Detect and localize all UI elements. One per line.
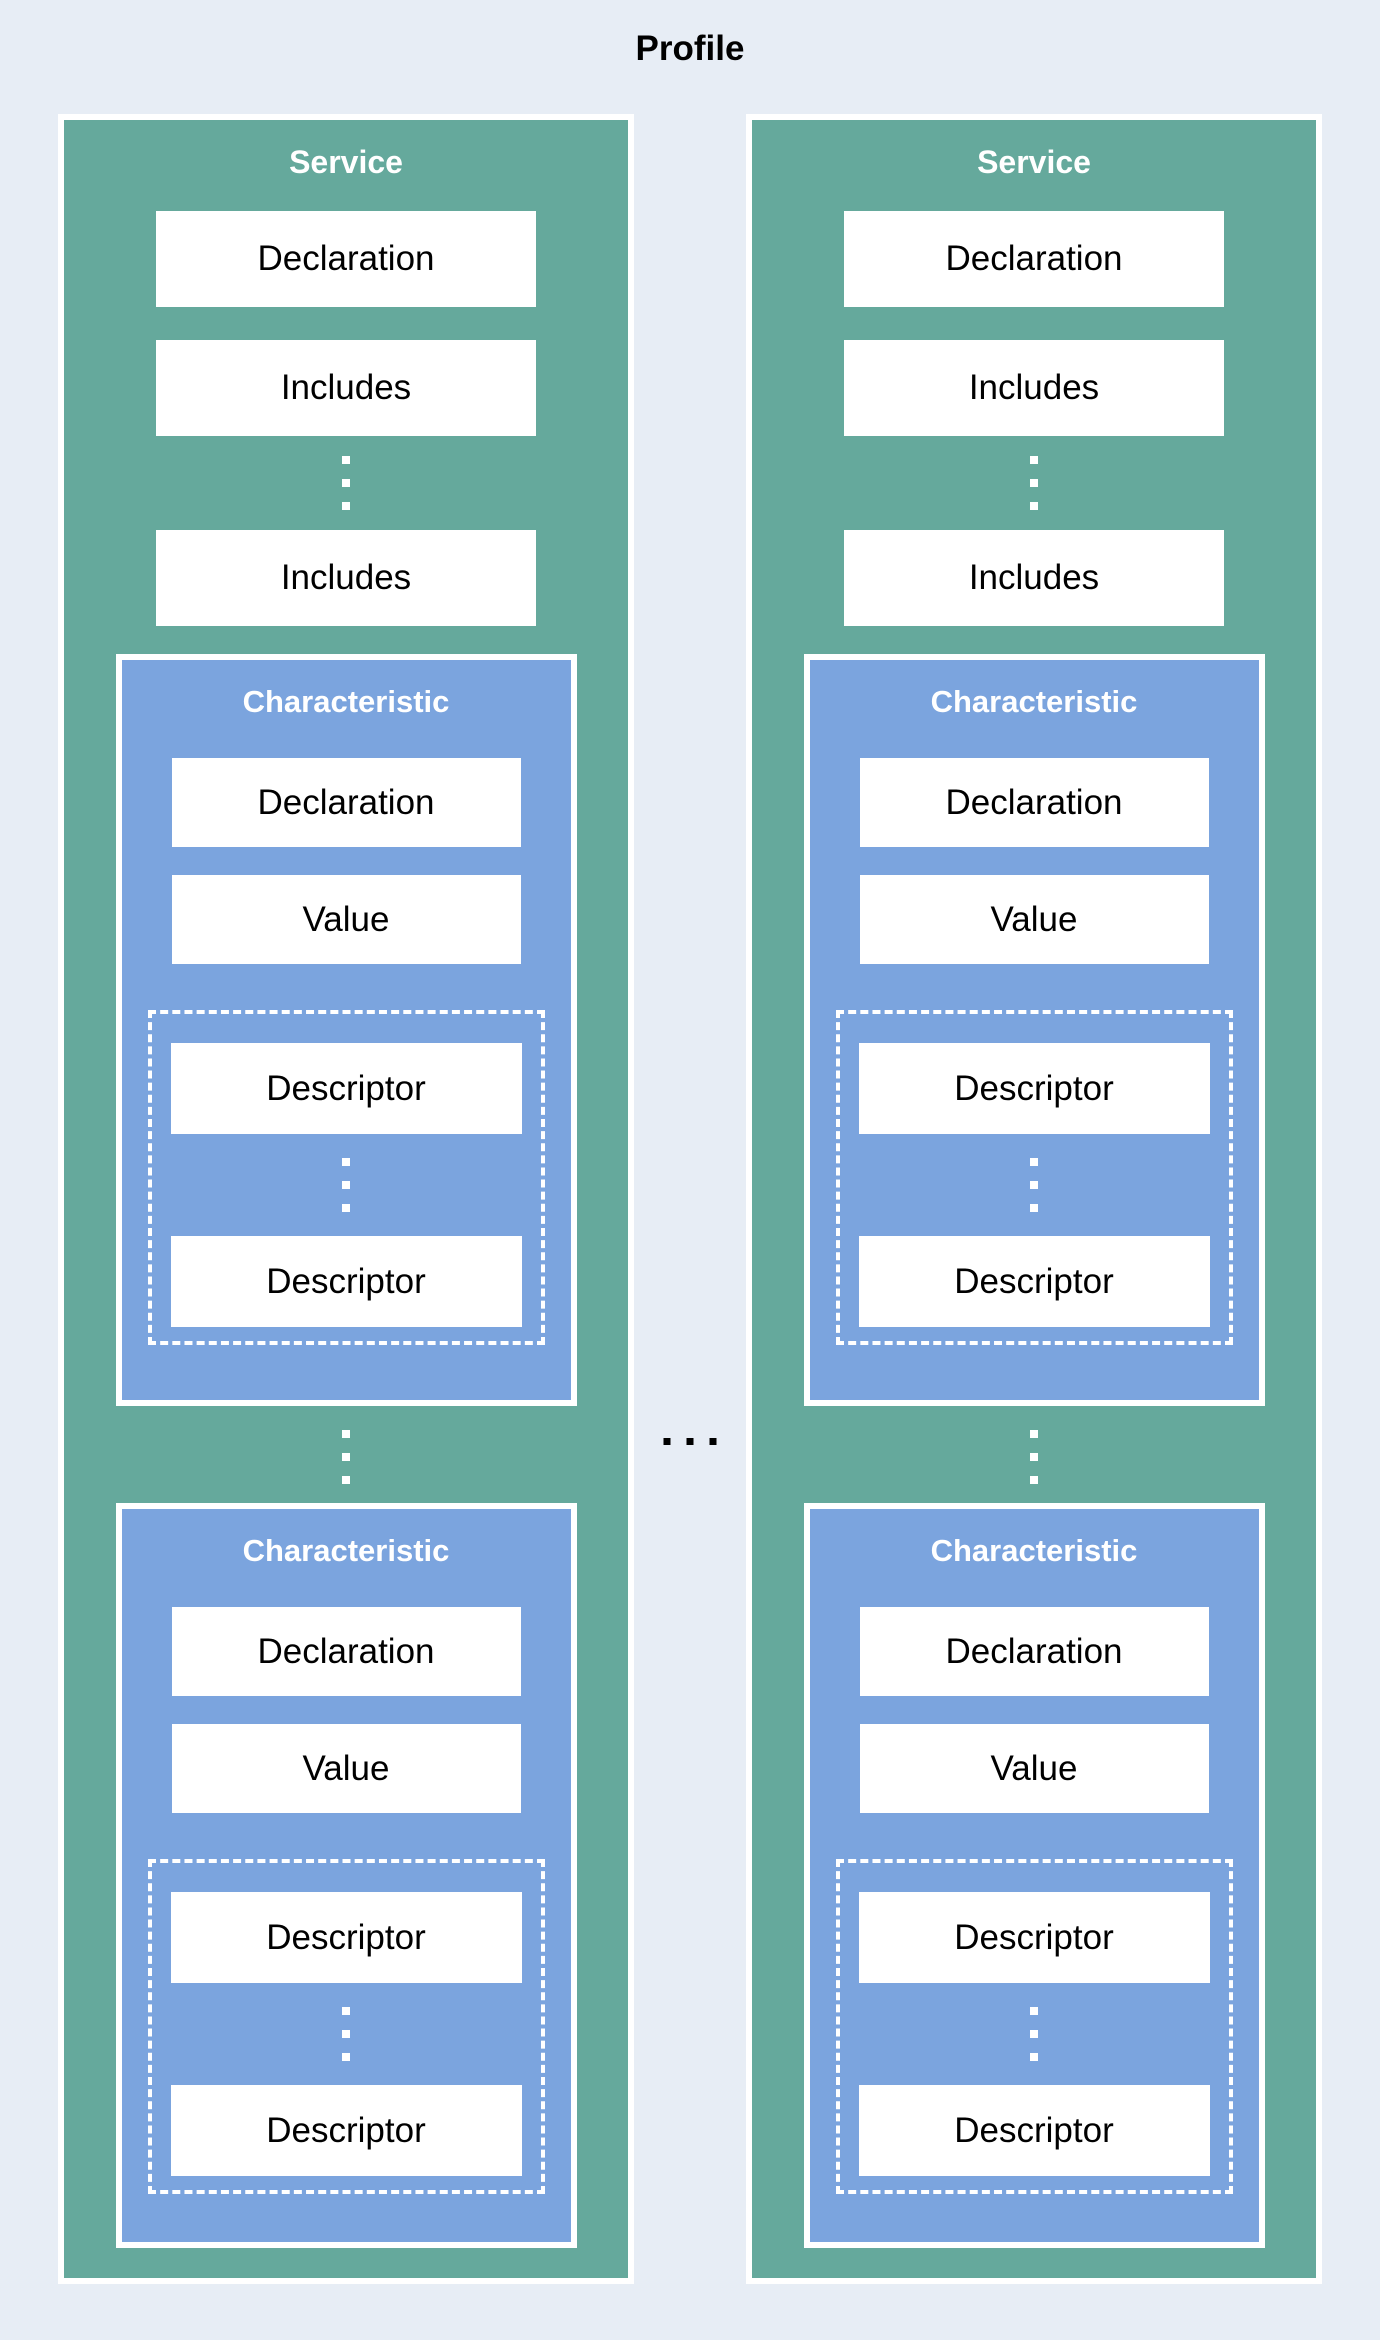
ellipsis-dot: [342, 479, 350, 487]
ellipsis-dot: [686, 1438, 694, 1445]
descriptor-box: Descriptor: [858, 1892, 1210, 1983]
characteristic-value-box: Value: [171, 875, 521, 964]
descriptor-group: Descriptor Descriptor: [835, 1010, 1233, 1345]
characteristic-box: Characteristic Declaration Value Descrip…: [115, 1503, 577, 2248]
descriptor-group: Descriptor Descriptor: [147, 1010, 545, 1345]
descriptor-box: Descriptor: [858, 2085, 1210, 2176]
characteristic-declaration-box: Declaration: [171, 758, 521, 847]
service-title: Service: [977, 144, 1091, 180]
ellipsis-dot: [342, 1453, 350, 1461]
descriptor-box: Descriptor: [858, 1043, 1210, 1134]
ellipsis-dot: [1030, 1158, 1038, 1166]
ellipsis-dot: [1030, 502, 1038, 510]
ellipsis-dot: [342, 1430, 350, 1438]
ellipsis-dot: [342, 2030, 350, 2038]
vertical-ellipsis-icon: [1030, 2007, 1038, 2061]
characteristic-value-box: Value: [859, 875, 1209, 964]
ellipsis-dot: [1030, 456, 1038, 464]
vertical-ellipsis-icon: [342, 1430, 350, 1484]
characteristic-title: Characteristic: [930, 684, 1138, 719]
service-declaration-box: Declaration: [844, 211, 1224, 307]
characteristic-box: Characteristic Declaration Value Descrip…: [803, 1503, 1265, 2248]
ellipsis-dot: [342, 1181, 350, 1189]
ellipsis-dot: [709, 1438, 717, 1445]
ellipsis-dot: [342, 1204, 350, 1212]
vertical-ellipsis-icon: [342, 2007, 350, 2061]
ellipsis-dot: [1030, 1430, 1038, 1438]
services-row: Service Declaration Includes Includes Ch…: [58, 114, 1322, 2284]
service-includes-box: Includes: [156, 530, 536, 626]
characteristic-declaration-box: Declaration: [859, 758, 1209, 847]
characteristic-title: Characteristic: [242, 1533, 450, 1568]
descriptor-group: Descriptor Descriptor: [835, 1859, 1233, 2194]
descriptor-box: Descriptor: [170, 1236, 522, 1327]
ellipsis-dot: [1030, 1204, 1038, 1212]
characteristic-title: Characteristic: [242, 684, 450, 719]
vertical-ellipsis-icon: [1030, 1158, 1038, 1212]
horizontal-ellipsis-icon: [663, 1438, 717, 1445]
vertical-ellipsis-icon: [342, 1158, 350, 1212]
ellipsis-dot: [1030, 2007, 1038, 2015]
vertical-ellipsis-icon: [1030, 456, 1038, 510]
descriptor-box: Descriptor: [858, 1236, 1210, 1327]
ellipsis-dot: [1030, 2053, 1038, 2061]
ellipsis-dot: [1030, 1476, 1038, 1484]
ellipsis-dot: [342, 502, 350, 510]
profile-title: Profile: [635, 29, 745, 68]
service-includes-box: Includes: [844, 530, 1224, 626]
characteristic-box: Characteristic Declaration Value Descrip…: [115, 654, 577, 1406]
descriptor-group: Descriptor Descriptor: [147, 1859, 545, 2194]
characteristic-declaration-box: Declaration: [859, 1607, 1209, 1696]
characteristic-value-box: Value: [171, 1724, 521, 1813]
ellipsis-dot: [342, 2007, 350, 2015]
characteristic-title: Characteristic: [930, 1533, 1138, 1568]
descriptor-box: Descriptor: [170, 1892, 522, 1983]
ellipsis-dot: [1030, 1453, 1038, 1461]
service-declaration-box: Declaration: [156, 211, 536, 307]
ellipsis-dot: [663, 1438, 671, 1445]
vertical-ellipsis-icon: [342, 456, 350, 510]
characteristic-box: Characteristic Declaration Value Descrip…: [803, 654, 1265, 1406]
ellipsis-dot: [1030, 479, 1038, 487]
ellipsis-dot: [342, 1158, 350, 1166]
service-box: Service Declaration Includes Includes Ch…: [746, 114, 1322, 2284]
descriptor-box: Descriptor: [170, 2085, 522, 2176]
ellipsis-dot: [342, 456, 350, 464]
service-includes-box: Includes: [156, 340, 536, 436]
characteristic-declaration-box: Declaration: [171, 1607, 521, 1696]
ellipsis-dot: [342, 2053, 350, 2061]
ellipsis-dot: [342, 1476, 350, 1484]
characteristic-value-box: Value: [859, 1724, 1209, 1813]
service-title: Service: [289, 144, 403, 180]
descriptor-box: Descriptor: [170, 1043, 522, 1134]
service-box: Service Declaration Includes Includes Ch…: [58, 114, 634, 2284]
service-includes-box: Includes: [844, 340, 1224, 436]
ellipsis-dot: [1030, 1181, 1038, 1189]
vertical-ellipsis-icon: [1030, 1430, 1038, 1484]
ellipsis-dot: [1030, 2030, 1038, 2038]
